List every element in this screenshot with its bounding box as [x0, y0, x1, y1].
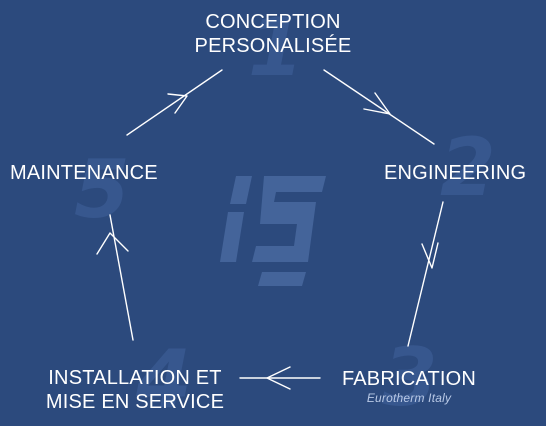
step-engineering-label: ENGINEERING	[384, 162, 527, 184]
step-conception-line2: PERSONALISÉE	[194, 35, 352, 57]
arrow-maintenance-to-conception	[126, 69, 223, 136]
step-conception: CONCEPTION PERSONALISÉE	[173, 10, 373, 58]
cycle-arrows	[96, 69, 444, 390]
arrowhead-3	[266, 366, 291, 390]
step-installation: INSTALLATION ET MISE EN SERVICE	[30, 366, 240, 414]
step-number-5: 5	[74, 143, 130, 236]
step-fabrication: FABRICATION Eurotherm Italy	[324, 367, 494, 405]
process-cycle-diagram: 1 2 3 4 5 CONCEPTI	[10, 1, 526, 420]
step-maintenance: MAINTENANCE	[10, 161, 158, 185]
step-fabrication-label: FABRICATION	[341, 368, 477, 390]
arrowhead-4	[96, 232, 129, 255]
arrow-engineering-to-fabrication	[407, 201, 444, 347]
step-fabrication-sublabel: Eurotherm Italy	[366, 391, 452, 405]
arrowhead-2	[421, 242, 439, 269]
arrowhead-5	[167, 93, 188, 114]
step-conception-line1: CONCEPTION	[205, 11, 341, 33]
step-number-1: 1	[248, 1, 304, 94]
step-number-2: 2	[440, 121, 496, 214]
step-number-3: 3	[382, 331, 438, 424]
is-logo-icon	[220, 176, 326, 286]
arrowhead-1	[363, 92, 391, 115]
step-installation-line1: INSTALLATION ET	[48, 367, 222, 389]
arrow-conception-to-engineering	[323, 69, 435, 145]
step-number-4: 4	[136, 333, 192, 426]
step-installation-line2: MISE EN SERVICE	[45, 391, 225, 413]
step-maintenance-label: MAINTENANCE	[10, 162, 158, 184]
step-engineering: ENGINEERING	[384, 161, 526, 185]
arrow-installation-to-maintenance	[109, 214, 134, 341]
